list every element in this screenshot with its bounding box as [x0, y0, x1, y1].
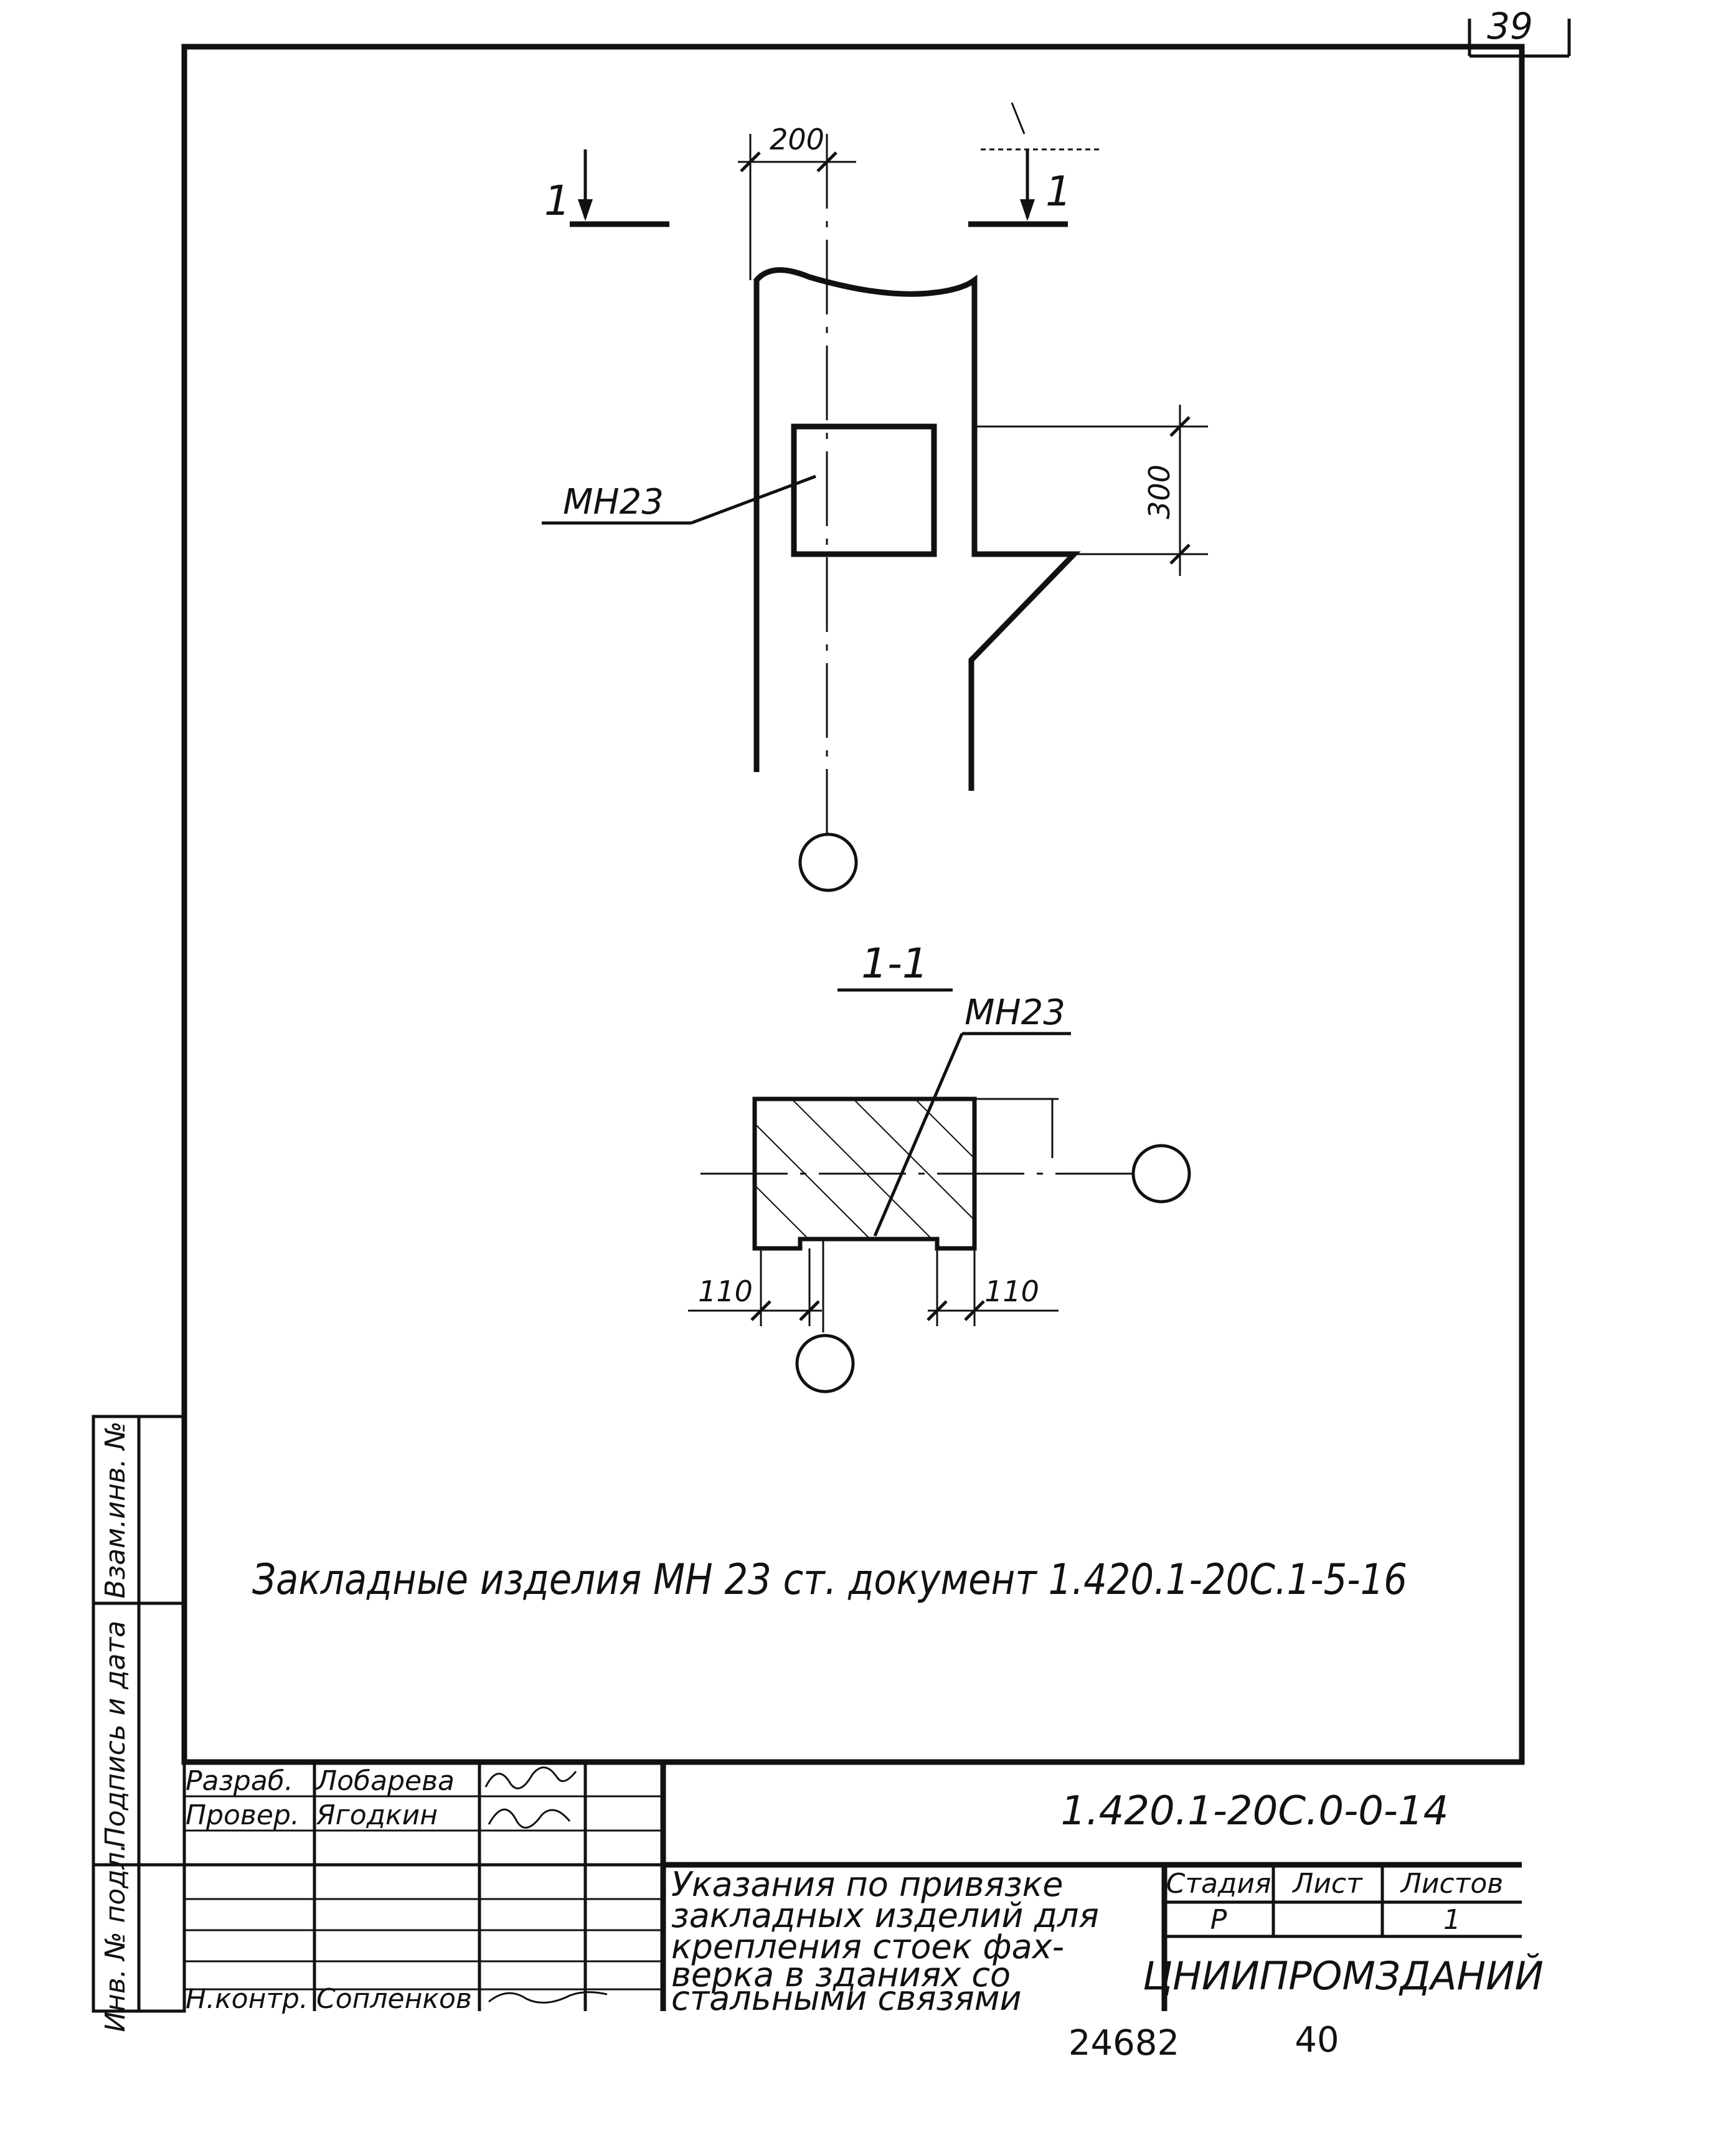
title-line-2: закладных изделий для: [671, 1896, 1099, 1935]
side-stamp-vzam: Взам.инв. №: [100, 1421, 131, 1599]
role-norm-control: Н.контр.: [186, 1983, 308, 2015]
name-checker: Ягодкин: [316, 1799, 438, 1831]
sheets-header: Листов: [1400, 1868, 1503, 1900]
sheet-number: 39: [1487, 5, 1533, 47]
inventory-number: 24682: [1068, 2023, 1179, 2063]
section-mark-right: 1: [1045, 167, 1072, 215]
plan-callout-mn23: МН23: [563, 482, 664, 522]
side-stamp: [92, 1415, 186, 2013]
dimension-200: 200: [770, 123, 824, 156]
embedded-items-note: Закладные изделия МН 23 ст. документ 1.4…: [252, 1555, 1407, 1605]
section-callout-mn23: МН23: [965, 992, 1065, 1033]
role-checker: Провер.: [186, 1799, 300, 1831]
title-line-3: крепления стоек фах-: [671, 1927, 1064, 1966]
sheet-header: Лист: [1291, 1868, 1363, 1900]
title-line-4: верка в зданиях со: [671, 1955, 1011, 1994]
role-developer: Разраб.: [186, 1765, 293, 1797]
section-mark-left: 1: [544, 177, 570, 225]
title-block: [184, 1759, 1522, 2011]
page-number: 40: [1295, 2020, 1339, 2060]
title-line-5: стальными связями: [671, 1979, 1022, 2018]
document-code: 1.420.1-20С.0-0-14: [1061, 1788, 1449, 1834]
stage-value: Р: [1210, 1904, 1227, 1936]
axis-bubble-section-right: [1131, 1144, 1191, 1204]
axis-bubble-section-bottom: [795, 1334, 855, 1393]
name-developer: Лобарева: [315, 1765, 455, 1797]
section-1-1: [688, 988, 1191, 1393]
title-line-1: Указания по привязке: [671, 1865, 1064, 1904]
dimension-300: 300: [1143, 464, 1176, 519]
plan-view: [542, 102, 1208, 892]
embedded-plate-mn23: [791, 423, 937, 557]
sheet-frame: [181, 19, 1571, 1765]
axis-bubble-plan: [798, 832, 858, 892]
side-stamp-inv: Инв. № подл.: [100, 1843, 131, 2032]
organization: ЦНИИПРОМЗДАНИЙ: [1143, 1953, 1544, 1999]
signatures: [484, 1766, 608, 2004]
stage-header: Стадия: [1166, 1868, 1271, 1900]
dimension-110-right: 110: [984, 1275, 1039, 1308]
dimension-110-left: 110: [698, 1275, 753, 1308]
section-title: 1-1: [861, 940, 928, 988]
name-norm-control: Сопленков: [316, 1983, 472, 2015]
side-stamp-podpis: Подпись и дата: [100, 1621, 131, 1847]
sheets-value: 1: [1443, 1904, 1461, 1936]
